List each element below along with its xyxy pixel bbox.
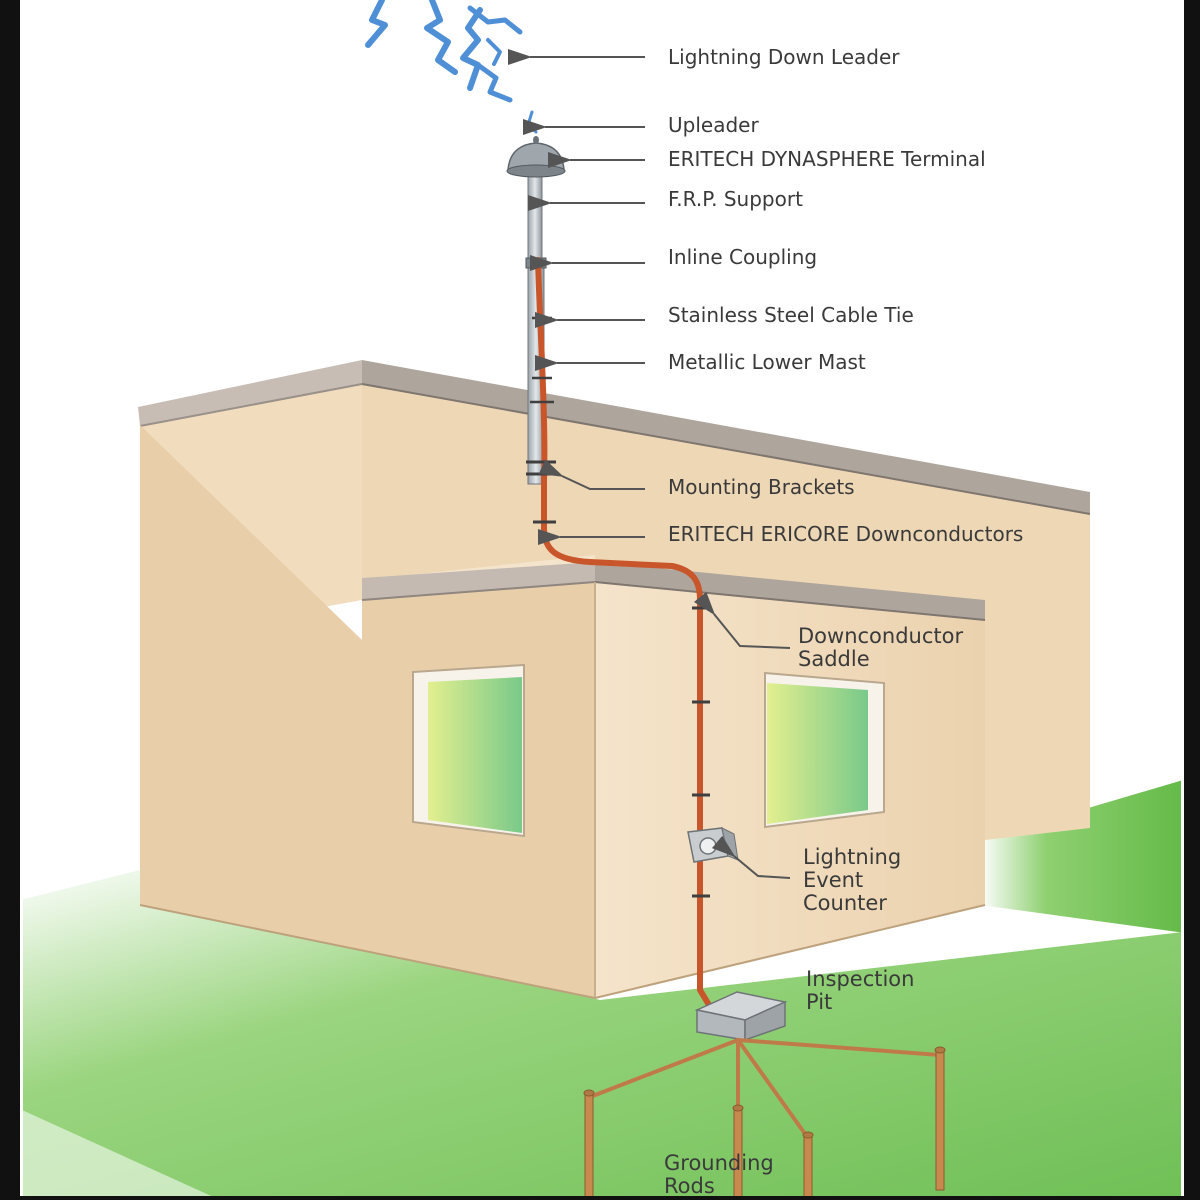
labels: Lightning Down Leader Upleader ERITECH D… (664, 45, 1023, 1198)
label-inline-coupling: Inline Coupling (668, 245, 817, 269)
lightning-bolt (365, 0, 538, 134)
label-counter-line3: Counter (803, 891, 887, 915)
label-rods-line2: Rods (664, 1174, 715, 1198)
label-terminal: ERITECH DYNASPHERE Terminal (668, 147, 986, 171)
label-upleader: Upleader (668, 113, 759, 137)
building-front-block (139, 425, 986, 999)
label-saddle-line1: Downconductor (798, 624, 963, 648)
window-left (412, 663, 525, 838)
label-rods-line1: Grounding (664, 1151, 774, 1175)
label-cable-tie: Stainless Steel Cable Tie (668, 303, 914, 327)
label-frp-support: F.R.P. Support (668, 187, 803, 211)
leader-mounting-brackets (538, 459, 645, 490)
ground-wires (588, 1038, 942, 1140)
label-saddle-line2: Saddle (798, 647, 870, 671)
label-pit-line2: Pit (806, 990, 832, 1014)
grounding-rods (583, 1046, 946, 1200)
label-lower-mast: Metallic Lower Mast (668, 350, 866, 374)
leader-saddle (693, 591, 791, 649)
label-down-leader: Lightning Down Leader (668, 45, 900, 69)
label-downconductors: ERITECH ERICORE Downconductors (668, 522, 1023, 546)
label-mounting-brackets: Mounting Brackets (668, 475, 855, 499)
label-counter-line1: Lightning (803, 845, 901, 869)
inspection-pit (694, 991, 788, 1042)
label-counter-line2: Event (803, 868, 863, 892)
window-right (764, 671, 885, 829)
grass-ground (0, 775, 1200, 1200)
frp-support-mast (527, 174, 543, 266)
leader-lines (508, 49, 791, 879)
lightning-event-counter (687, 827, 739, 863)
dynasphere-terminal (506, 136, 566, 178)
leader-counter (711, 835, 791, 879)
label-pit-line1: Inspection (806, 967, 914, 991)
